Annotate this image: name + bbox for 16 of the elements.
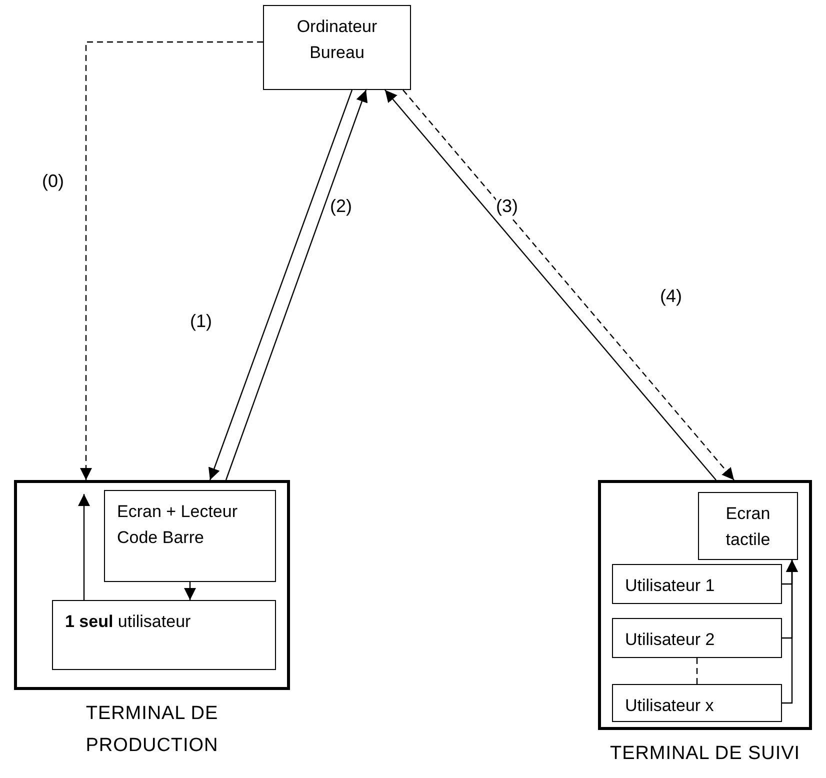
connector-line xyxy=(696,658,698,684)
screen-reader-box: Ecran + Lecteur Code Barre xyxy=(104,490,276,582)
user-box: Utilisateur 2 xyxy=(612,618,782,658)
terminal-heading: TERMINAL DE PRODUCTION xyxy=(84,702,220,758)
user-box: 1 seul utilisateur xyxy=(52,600,276,670)
arrow xyxy=(184,582,196,600)
user-box: Utilisateur x xyxy=(612,684,782,722)
arrow xyxy=(225,90,368,480)
arrow xyxy=(782,560,798,704)
arrow xyxy=(208,90,353,480)
computer-box: Ordinateur Bureau xyxy=(263,5,411,90)
arrow xyxy=(78,494,90,600)
terminal-heading: TERMINAL DE SUIVI xyxy=(608,742,801,766)
user-box: Utilisateur 1 xyxy=(612,564,782,604)
touchscreen-box: Ecran tactile xyxy=(698,492,798,560)
arrow xyxy=(80,41,263,480)
